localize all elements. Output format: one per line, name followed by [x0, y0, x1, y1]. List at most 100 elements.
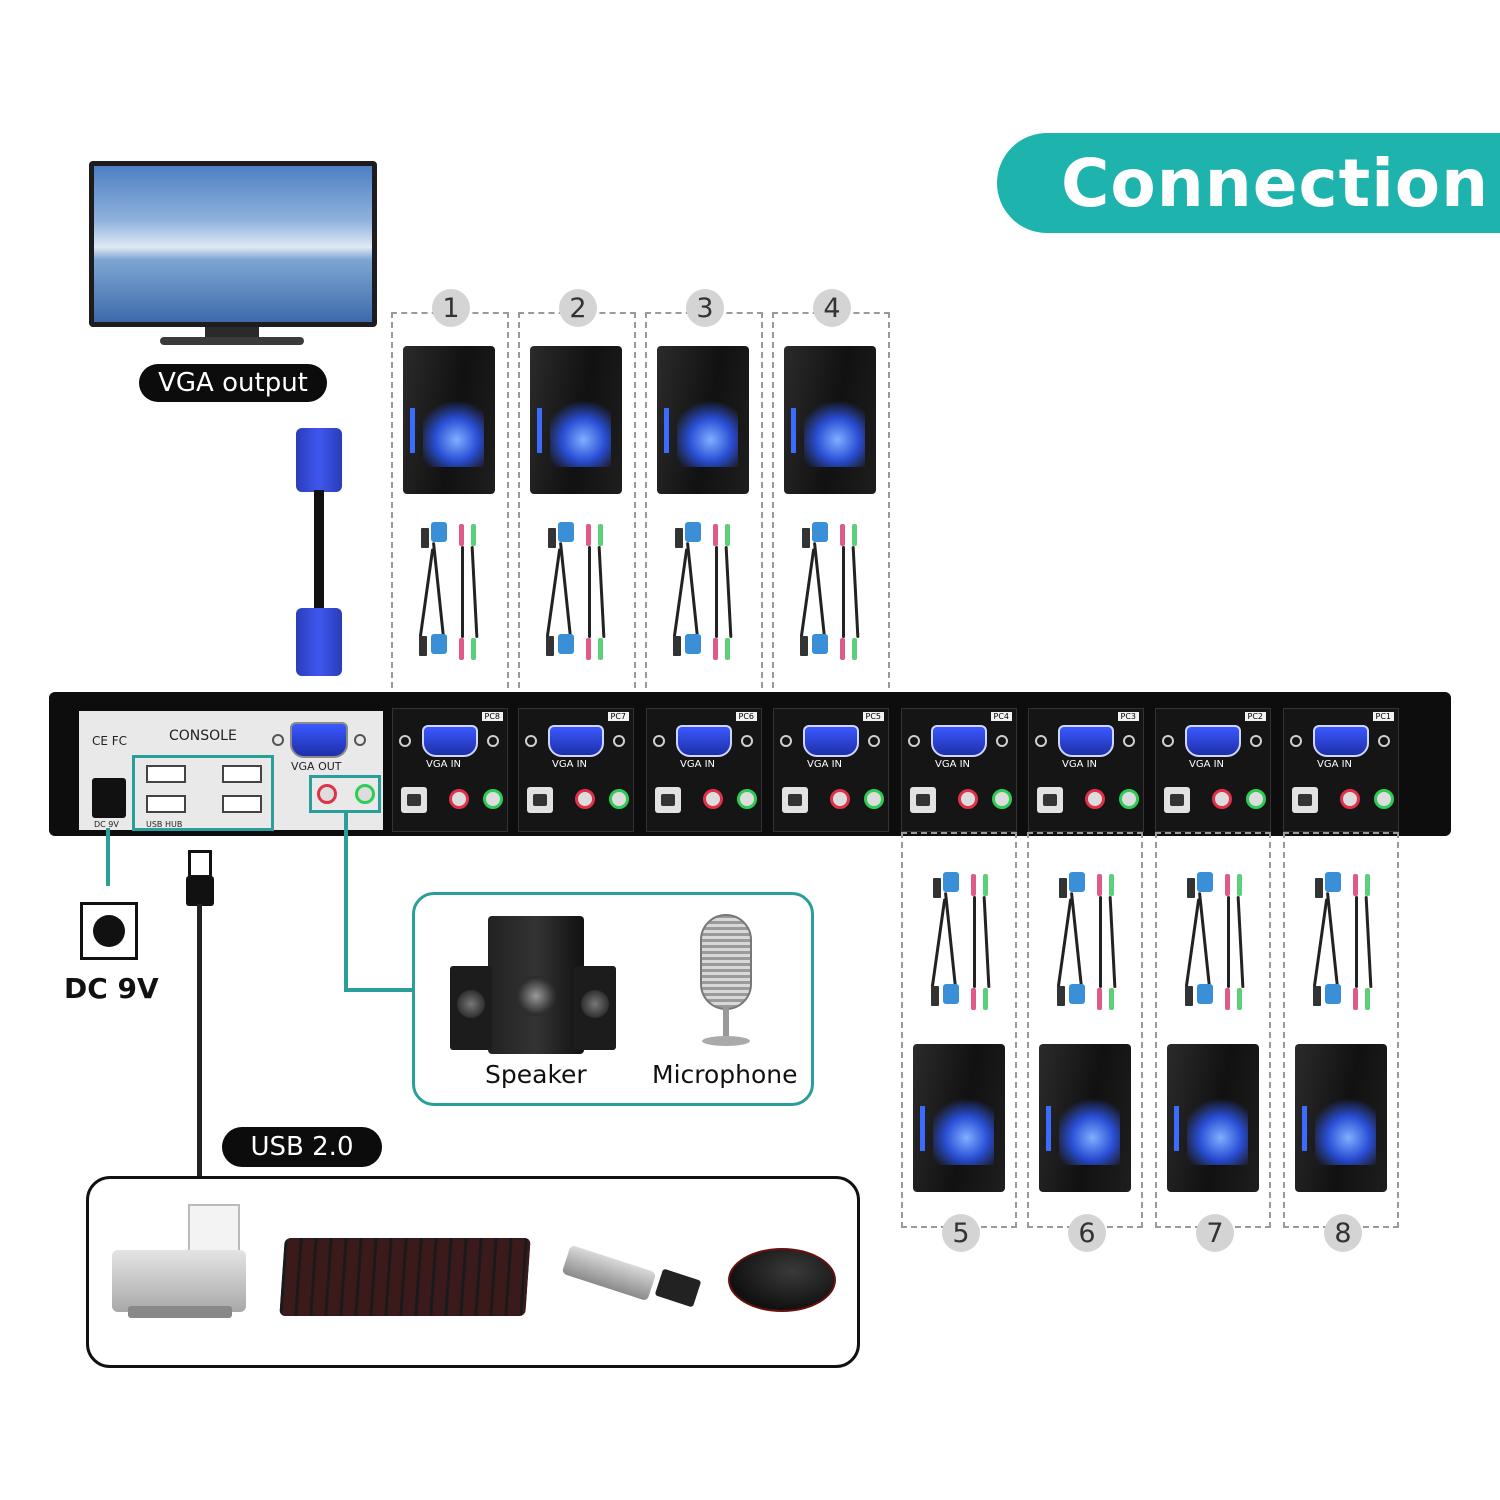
- speaker-jack: [1340, 789, 1360, 809]
- pc-tower-1: [403, 346, 495, 494]
- console-speaker-jack: [317, 784, 337, 804]
- vga-in-port: [1058, 725, 1114, 757]
- pc-tower-4: [784, 346, 876, 494]
- speaker-right-icon: [574, 966, 616, 1050]
- vga-in-port: [548, 725, 604, 757]
- audio-devices-box: [412, 892, 814, 1106]
- vga-out-screw-right: [354, 734, 366, 746]
- speaker-left-icon: [450, 966, 492, 1050]
- speaker-jack: [958, 789, 978, 809]
- vga-screw-right: [487, 735, 499, 747]
- vga-in-port: [422, 725, 478, 757]
- dc-jack: [92, 778, 126, 818]
- vga-in-port: [803, 725, 859, 757]
- pc-port-tag: PC4: [990, 712, 1012, 721]
- pc-cable-set-1: [415, 522, 485, 662]
- usb-port-2: [146, 795, 186, 813]
- vga-screw-left: [908, 735, 920, 747]
- vga-screw-right: [1378, 735, 1390, 747]
- pc-cable-set-5: [927, 872, 997, 1012]
- monitor-base: [160, 337, 304, 345]
- audio-line-vertical: [344, 810, 348, 990]
- mic-jack: [864, 789, 884, 809]
- pc-cable-set-8: [1309, 872, 1379, 1012]
- vga-in-port: [1185, 725, 1241, 757]
- pc-cable-set-4: [796, 522, 866, 662]
- vga-screw-left: [1290, 735, 1302, 747]
- usb-port-1: [146, 765, 186, 783]
- usb-hub-frame: [132, 755, 274, 831]
- vga-out-port: [290, 722, 348, 758]
- mouse-icon: [728, 1248, 836, 1312]
- usb-port-3: [222, 765, 262, 783]
- vga-screw-right: [1250, 735, 1262, 747]
- vga-in-port: [931, 725, 987, 757]
- vga-screw-left: [525, 735, 537, 747]
- speaker-label: Speaker: [485, 1060, 587, 1089]
- vga-screw-left: [653, 735, 665, 747]
- vga-in-label: VGA IN: [552, 759, 588, 770]
- dc-jack-label: DC 9V: [94, 820, 119, 829]
- printer-tray: [128, 1306, 232, 1318]
- mic-jack: [737, 789, 757, 809]
- monitor-neck: [205, 327, 259, 339]
- vga-in-label: VGA IN: [935, 759, 971, 770]
- pc-port-tag: PC6: [735, 712, 757, 721]
- pc-number-2: 2: [559, 289, 597, 327]
- mic-jack: [1246, 789, 1266, 809]
- pc-number-1: 1: [432, 289, 470, 327]
- usb-b-port: [1037, 787, 1063, 813]
- vga-out-screw-left: [272, 734, 284, 746]
- vga-in-label: VGA IN: [1062, 759, 1098, 770]
- vga-output-text: VGA output: [158, 368, 308, 398]
- pc-port-tag: PC1: [1372, 712, 1394, 721]
- speaker-jack: [1085, 789, 1105, 809]
- keyboard-icon: [279, 1238, 531, 1316]
- usb-b-port: [655, 787, 681, 813]
- usb-b-port: [782, 787, 808, 813]
- audio-line-horizontal: [344, 988, 414, 992]
- mic-jack: [992, 789, 1012, 809]
- vga-screw-right: [1123, 735, 1135, 747]
- pc-tower-5: [913, 1044, 1005, 1192]
- pc-number-4: 4: [813, 289, 851, 327]
- vga-screw-right: [996, 735, 1008, 747]
- mic-jack: [609, 789, 629, 809]
- usb-hub-label: USB HUB: [146, 820, 183, 829]
- vga-output-label: VGA output: [139, 364, 327, 402]
- vga-screw-right: [741, 735, 753, 747]
- usb-b-port: [1292, 787, 1318, 813]
- pc-cable-set-6: [1053, 872, 1123, 1012]
- vga-screw-right: [868, 735, 880, 747]
- dc-label: DC 9V: [64, 972, 159, 1005]
- usb-plug-body: [186, 876, 214, 906]
- pc-number-8: 8: [1324, 1214, 1362, 1252]
- pc-tower-6: [1039, 1044, 1131, 1192]
- mic-jack: [1119, 789, 1139, 809]
- microphone-base: [702, 1036, 750, 1046]
- title-pill: Connection: [997, 133, 1500, 233]
- pc-tower-8: [1295, 1044, 1387, 1192]
- console-title: CONSOLE: [169, 728, 237, 744]
- vga-in-label: VGA IN: [1189, 759, 1225, 770]
- pc-tower-2: [530, 346, 622, 494]
- usb-plug-icon: [188, 850, 212, 878]
- microphone-label: Microphone: [652, 1060, 798, 1089]
- usb-cable-line: [197, 904, 202, 1176]
- usb-b-port: [401, 787, 427, 813]
- usb-b-port: [527, 787, 553, 813]
- vga-screw-left: [1162, 735, 1174, 747]
- monitor-screen: [94, 166, 372, 322]
- pc-number-3: 3: [686, 289, 724, 327]
- printer-icon: [112, 1250, 246, 1312]
- pc-cable-set-7: [1181, 872, 1251, 1012]
- usb-b-port: [910, 787, 936, 813]
- vga-screw-left: [780, 735, 792, 747]
- printer-paper: [188, 1204, 240, 1252]
- console-mic-jack: [355, 784, 375, 804]
- vga-in-label: VGA IN: [807, 759, 843, 770]
